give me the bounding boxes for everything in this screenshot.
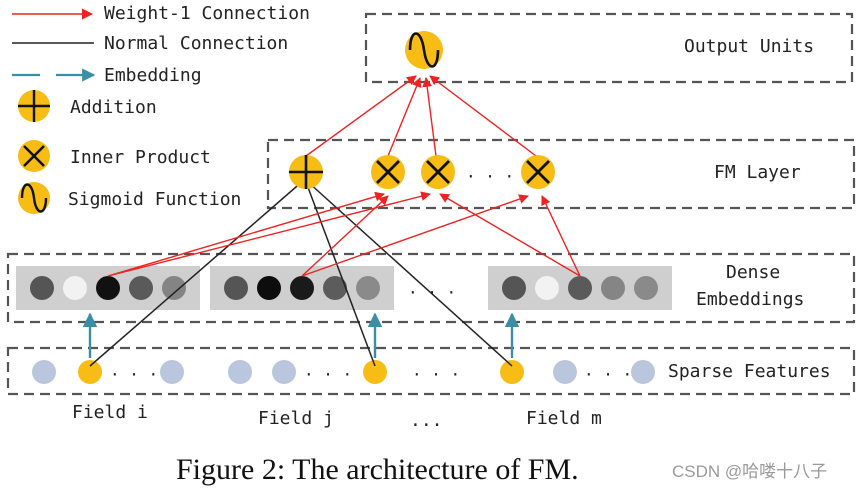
weight1-connection <box>429 75 537 157</box>
output-sigmoid-node <box>405 31 443 69</box>
normal-connection <box>89 179 305 367</box>
embedding-unit <box>96 276 120 300</box>
sparse-feature-node <box>553 360 577 384</box>
weight1-connection <box>422 77 437 157</box>
weight1-connection <box>387 77 422 157</box>
sparse-feature-node <box>631 360 655 384</box>
weight1-connection <box>305 75 417 157</box>
sparse-ellipsis: · · · <box>110 365 158 384</box>
embedding-arrows <box>82 312 520 358</box>
weight1-connection <box>439 193 581 277</box>
embedding-unit <box>568 276 592 300</box>
legend-inner-product-icon <box>18 140 50 172</box>
fm-inner-product-node <box>371 155 405 189</box>
weight1-connections <box>107 75 581 277</box>
sparse-feature-node <box>228 360 252 384</box>
legend-inner-product-label: Inner Product <box>70 147 211 168</box>
legend-sigmoid-label: Sigmoid Function <box>68 189 241 210</box>
embedding-unit <box>290 276 314 300</box>
embedding-unit <box>601 276 625 300</box>
embedding-unit <box>129 276 153 300</box>
embedding-unit <box>30 276 54 300</box>
fm-ellipsis: · · · <box>466 167 514 186</box>
embedding-ellipsis: · · · <box>408 283 456 302</box>
fm-inner-product-node <box>421 155 455 189</box>
legend-embedding-label: Embedding <box>104 65 202 86</box>
sparse-features-label: Sparse Features <box>668 361 831 382</box>
weight1-connection <box>301 195 389 277</box>
field-m-label: Field m <box>526 408 602 429</box>
legend: Weight-1 Connection Normal Connection Em… <box>12 3 310 214</box>
sparse-ellipsis: · · · <box>584 365 632 384</box>
field-dots-label: ... <box>410 410 443 431</box>
normal-connection <box>307 181 513 367</box>
embedding-field-i <box>16 266 200 310</box>
embedding-unit <box>634 276 658 300</box>
sparse-feature-node-active <box>78 360 102 384</box>
legend-addition-icon <box>18 90 50 122</box>
sparse-feature-node <box>272 360 296 384</box>
embedding-unit <box>63 276 87 300</box>
figure-caption: Figure 2: The architecture of FM. <box>176 453 579 486</box>
field-j-label: Field j <box>258 408 334 429</box>
normal-connections <box>89 179 513 367</box>
sparse-ellipsis: · · · <box>304 365 352 384</box>
embedding-unit <box>224 276 248 300</box>
sparse-feature-node <box>32 360 56 384</box>
fm-inner-product-node <box>521 155 555 189</box>
sparse-nodes: · · · · · · · · · · · · <box>32 360 655 384</box>
legend-addition-label: Addition <box>70 97 157 118</box>
weight1-connection <box>541 195 581 277</box>
sparse-features-box <box>6 346 856 396</box>
output-units-box <box>364 12 854 84</box>
sparse-ellipsis: · · · <box>412 365 460 384</box>
embedding-unit <box>323 276 347 300</box>
weight1-connection <box>301 194 529 277</box>
fm-addition-node <box>289 155 323 189</box>
field-i-label: Field i <box>72 402 148 423</box>
legend-weight1-label: Weight-1 Connection <box>104 3 310 24</box>
embedding-unit <box>535 276 559 300</box>
fm-layer-box <box>266 138 856 210</box>
dense-embeddings-box <box>6 252 856 324</box>
dense-embeddings-label-line2: Embeddings <box>696 289 804 310</box>
embedding-field-j <box>210 266 394 310</box>
dense-embeddings-label-line1: Dense <box>726 262 780 283</box>
watermark: CSDN @哈喽十八子 <box>672 462 827 481</box>
sparse-feature-node-active <box>500 360 524 384</box>
weight1-connection <box>107 191 385 277</box>
output-units-label: Output Units <box>684 36 814 57</box>
embedding-unit <box>257 276 281 300</box>
fm-layer-label: FM Layer <box>714 162 801 183</box>
sparse-feature-node <box>160 360 184 384</box>
embedding-unit <box>502 276 526 300</box>
embedding-unit <box>356 276 380 300</box>
embedding-field-m <box>488 266 672 310</box>
embedding-unit <box>162 276 186 300</box>
legend-normal-label: Normal Connection <box>104 33 288 54</box>
sparse-feature-node-active <box>363 360 387 384</box>
normal-connection <box>305 181 376 367</box>
legend-sigmoid-icon <box>18 182 50 214</box>
